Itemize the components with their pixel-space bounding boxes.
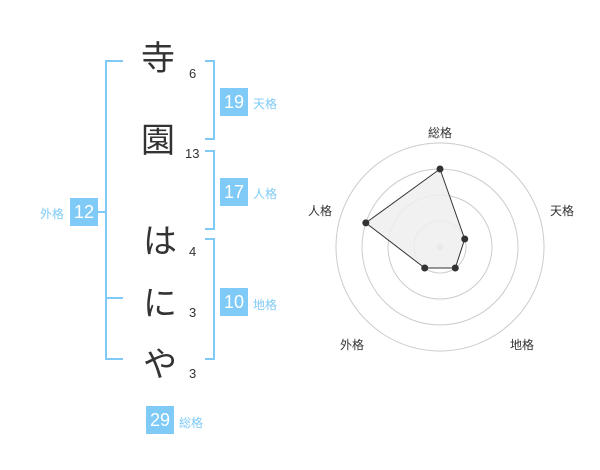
jinkaku-badge: 17 [220,178,248,206]
stroke-count-5: 3 [189,366,197,381]
name-char-4: に [143,284,177,324]
stroke-count-3: 4 [189,244,197,259]
radar-label-soukaku: 総格 [428,126,453,140]
gaikaku-connector [98,211,106,213]
soukaku-badge: 29 [146,406,174,434]
radar-point-1 [436,165,444,173]
chikaku-badge: 10 [220,288,248,316]
chikaku-label: 地格 [253,298,278,312]
stroke-count-4: 3 [189,305,197,320]
name-char-3: は [143,222,177,262]
chikaku-bracket-bottom [205,358,215,360]
name-char-1: 寺 [141,39,175,79]
name-char-2: 園 [141,121,175,161]
radar-label-jinkaku: 人格 [308,204,333,218]
radar-point-2 [461,235,469,243]
radar-polygon [364,168,466,269]
jinkaku-bracket-bottom [205,228,215,230]
chikaku-bracket-vertical [213,238,215,360]
gaikaku-bracket-top [105,60,123,62]
gaikaku-badge: 12 [70,198,98,226]
chikaku-bracket-top [205,238,215,240]
tenkaku-bracket-vertical [213,60,215,140]
gaikaku-bracket-bottom [105,358,123,360]
stroke-count-2: 13 [185,146,200,161]
jinkaku-label: 人格 [253,187,278,201]
radar-point-5 [362,219,370,227]
tenkaku-badge: 19 [220,88,248,116]
radar-point-3 [451,264,459,272]
soukaku-label: 総格 [179,416,204,430]
radar-label-tenkaku: 天格 [550,204,575,218]
radar-grid-ring [335,142,545,352]
gaikaku-bracket-vertical [105,60,107,360]
jinkaku-bracket-top [205,150,215,152]
gaikaku-bracket-mid [105,297,123,299]
jinkaku-bracket-vertical [213,150,215,230]
gaikaku-label: 外格 [40,207,65,221]
tenkaku-label: 天格 [253,97,278,111]
radar-point-4 [421,264,429,272]
radar-chart [335,142,545,352]
tenkaku-bracket-top [205,60,215,62]
name-char-5: や [143,345,177,385]
stroke-count-1: 6 [189,66,197,81]
radar-label-gaikaku: 外格 [340,338,365,352]
radar-label-chikaku: 地格 [510,338,535,352]
tenkaku-bracket-bottom [205,138,215,140]
